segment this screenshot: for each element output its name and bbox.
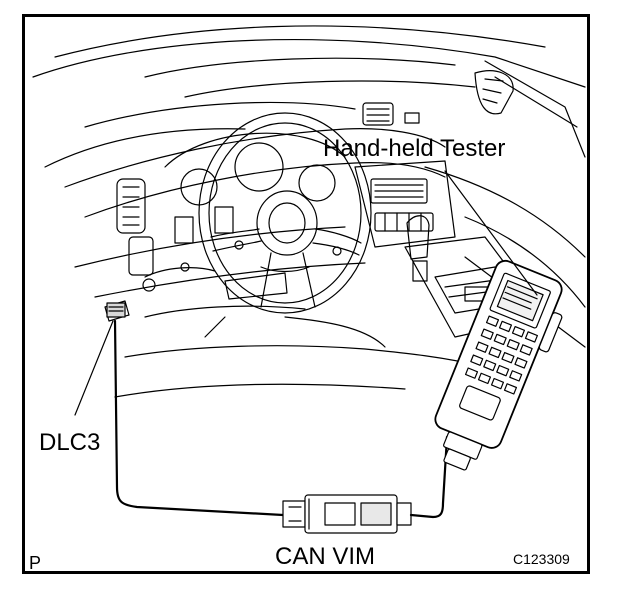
dlc3-leader-line — [74, 320, 114, 416]
tester-leader-line — [444, 170, 538, 296]
dlc3-label: DLC3 — [39, 429, 101, 456]
tester-cable — [409, 435, 449, 519]
dlc3-cable — [113, 319, 285, 517]
windshield-outline — [32, 25, 586, 168]
can-vim-label: CAN VIM — [275, 543, 376, 570]
dlc3-connector — [104, 300, 130, 322]
can-vim-module — [282, 494, 412, 534]
hand-held-tester-label: Hand-held Tester — [323, 135, 506, 162]
vehicle-diagnostic-illustration — [32, 25, 586, 534]
figure-code: C123309 — [513, 551, 570, 567]
steering-wheel — [198, 112, 372, 314]
page-marker: P — [29, 553, 42, 573]
hand-held-tester — [434, 259, 563, 471]
right-door-panel — [424, 60, 586, 348]
diagram-frame: Hand-held Tester DLC3 CAN VIM P C123309 — [22, 14, 590, 574]
